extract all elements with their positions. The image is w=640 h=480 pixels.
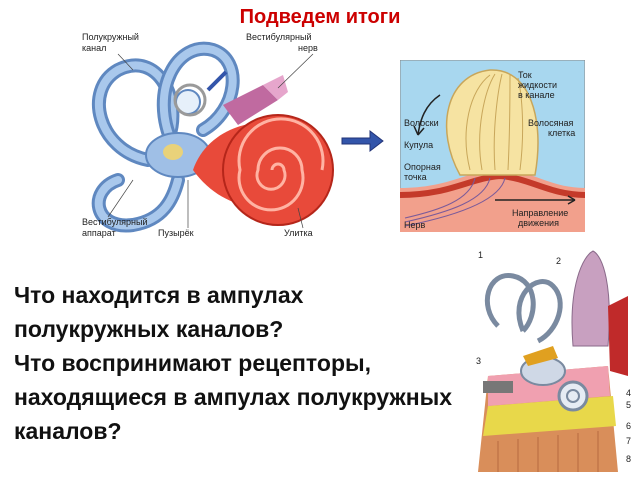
question-2: Что воспринимают рецепторы, находящиеся …: [14, 350, 453, 444]
number-4: 4: [626, 388, 631, 398]
number-3: 3: [476, 356, 481, 366]
label-vesicle: Пузырёк: [158, 228, 194, 238]
cupula: [445, 69, 539, 176]
number-8: 8: [626, 454, 631, 464]
inner-ear-section-illustration: 1 2 3 4 5 6 7 8: [468, 246, 636, 472]
ampulla-cupula-diagram: Ток жидкости в канале Волоски Купула Опо…: [400, 60, 585, 232]
magnifier-circle: [173, 83, 207, 117]
label-hair-cell-1: Волосяная: [528, 118, 574, 128]
label-semicircular-canal-1: Полукружный: [82, 32, 139, 42]
label-nerve: Нерв: [404, 220, 426, 230]
label-semicircular-canal-2: канал: [82, 43, 106, 53]
label-cochlea: Улитка: [284, 228, 313, 238]
number-1: 1: [478, 250, 483, 260]
label-fluid-flow-3: в канале: [518, 90, 555, 100]
vestibular-nerve: [223, 75, 288, 125]
label-hairs: Волоски: [404, 118, 439, 128]
slide-title: Подведем итоги: [239, 6, 401, 28]
label-movement-direction-2: движения: [518, 218, 559, 228]
question-1: Что находится в ампулах полукружных кана…: [14, 282, 304, 342]
number-7: 7: [626, 436, 631, 446]
label-vestibular-nerve-1: Вестибулярный: [246, 32, 312, 42]
questions-block: Что находится в ампулах полукружных кана…: [14, 278, 464, 448]
label-fluid-flow-2: жидкости: [518, 80, 557, 90]
right-arrow-icon: [341, 129, 384, 153]
label-vestibular-nerve-2: нерв: [298, 43, 318, 53]
label-support-point-1: Опорная: [404, 162, 441, 172]
label-support-point-2: точка: [404, 172, 427, 182]
cochlea: [193, 114, 334, 226]
label-fluid-flow-1: Ток: [518, 70, 532, 80]
label-cupula: Купула: [404, 140, 433, 150]
number-5: 5: [626, 400, 631, 410]
label-vestibular-apparatus-1: Вестибулярный: [82, 217, 148, 227]
label-hair-cell-2: клетка: [548, 128, 575, 138]
label-movement-direction-1: Направление: [512, 208, 568, 218]
number-6: 6: [626, 421, 631, 431]
number-2: 2: [556, 256, 561, 266]
label-vestibular-apparatus-2: аппарат: [82, 228, 116, 238]
